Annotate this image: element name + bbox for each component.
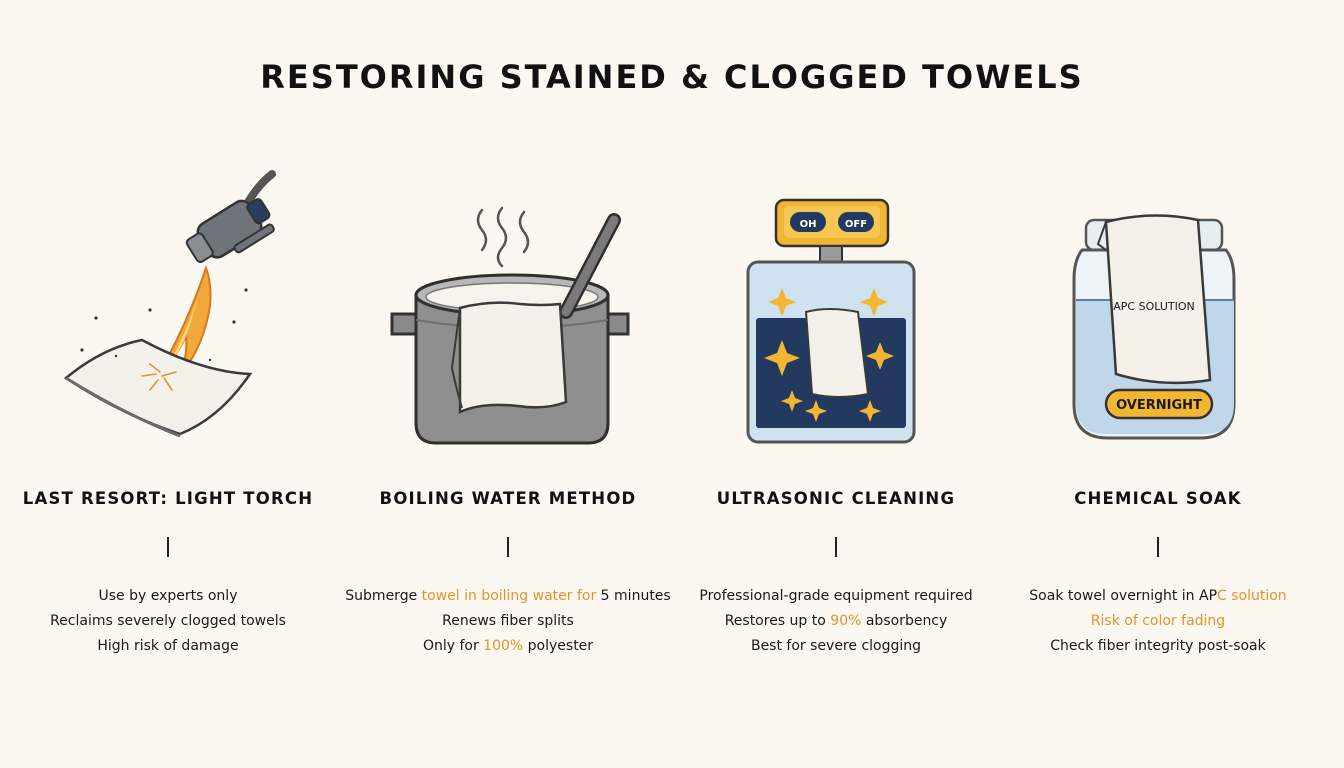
method-heading: LAST RESORT: LIGHT TORCH	[22, 489, 314, 508]
method-boiling-water: BOILING WATER METHOD Submerge towel in b…	[340, 0, 676, 768]
highlighted-text: C solution	[1217, 588, 1287, 604]
overnight-badge: OVERNIGHT	[1116, 398, 1202, 413]
description-text: polyester	[523, 638, 594, 654]
highlighted-text: Risk of color fading	[1090, 613, 1226, 629]
method-chemical-soak: APC SOLUTION OVERNIGHT CHEMICAL SOAK Soa…	[990, 0, 1326, 768]
method-description: Submerge towel in boiling water for 5 mi…	[330, 584, 686, 659]
method-light-torch: LAST RESORT: LIGHT TORCH Use by experts …	[0, 0, 336, 768]
description-text: Check fiber integrity post-soak	[1050, 638, 1266, 654]
soak-jar-icon: APC SOLUTION OVERNIGHT	[1072, 214, 1236, 440]
separator-line	[167, 537, 169, 557]
description-line: Best for severe clogging	[658, 634, 1014, 659]
description-text: Soak towel overnight in AP	[1029, 588, 1218, 604]
off-button-label: OFF	[845, 219, 867, 230]
description-text: High risk of damage	[97, 638, 239, 654]
page-title: RESTORING STAINED & CLOGGED TOWELS	[260, 58, 1084, 96]
description-text: Only for	[422, 638, 484, 654]
description-line: Risk of color fading	[980, 609, 1336, 634]
separator-line	[507, 537, 509, 557]
separator-line	[1157, 537, 1159, 557]
description-text: 5 minutes	[596, 588, 671, 604]
boiling-pot-icon	[390, 206, 630, 445]
ultrasonic-cleaner-icon: OH OFF	[746, 198, 916, 444]
description-line: Professional-grade equipment required	[658, 584, 1014, 609]
description-line: Use by experts only	[0, 584, 346, 609]
description-text: Submerge	[345, 588, 422, 604]
method-heading: CHEMICAL SOAK	[1074, 489, 1242, 508]
method-heading: ULTRASONIC CLEANING	[716, 489, 956, 508]
highlighted-text: 100%	[483, 638, 524, 654]
torch-icon	[63, 170, 276, 438]
description-text: Best for severe clogging	[750, 638, 922, 654]
description-line: Check fiber integrity post-soak	[980, 634, 1336, 659]
highlighted-text: 90%	[830, 613, 862, 629]
description-line: High risk of damage	[0, 634, 346, 659]
method-ultrasonic: OH OFF ULTRASONIC CLEANING Professional-…	[668, 0, 1004, 768]
on-button-label: OH	[800, 219, 817, 230]
apc-solution-label: APC SOLUTION	[1113, 300, 1194, 313]
description-text: Renews fiber splits	[442, 613, 574, 629]
description-text: Restores up to	[724, 613, 831, 629]
description-line: Only for 100% polyester	[330, 634, 686, 659]
description-text: Use by experts only	[98, 588, 238, 604]
description-line: Reclaims severely clogged towels	[0, 609, 346, 634]
description-text: Reclaims severely clogged towels	[50, 613, 286, 629]
description-line: Restores up to 90% absorbency	[658, 609, 1014, 634]
description-text: absorbency	[861, 613, 948, 629]
description-line: Renews fiber splits	[330, 609, 686, 634]
separator-line	[835, 537, 837, 557]
description-line: Soak towel overnight in APC solution	[980, 584, 1336, 609]
method-heading: BOILING WATER METHOD	[379, 489, 637, 508]
highlighted-text: towel in boiling water for	[421, 588, 597, 604]
description-line: Submerge towel in boiling water for 5 mi…	[330, 584, 686, 609]
description-text: Professional-grade equipment required	[699, 588, 973, 604]
